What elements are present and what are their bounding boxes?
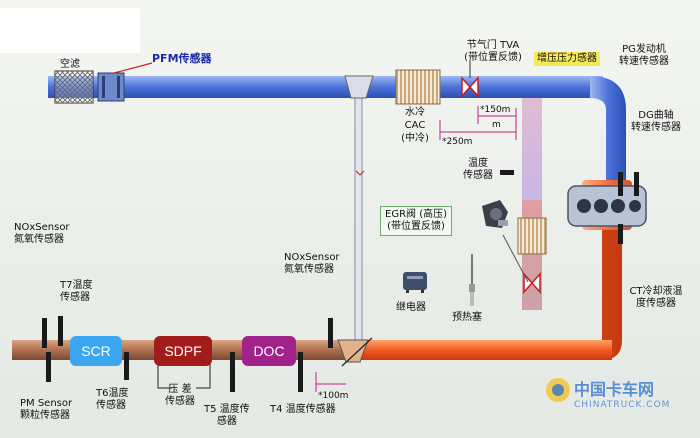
doc-box: DOC [242,336,296,366]
throttle-valve-icon [461,60,479,98]
turbo-shaft [344,75,374,342]
blank-panel [0,8,140,53]
dp-sensor-label: 压 差 传感器 [165,384,195,407]
egr-actuator-icon [478,198,512,232]
cac-label: 水冷 CAC (中冷) [401,107,429,144]
watermark-brand: 中国卡车网 [574,380,655,399]
sensor-probes [42,170,639,392]
t5-label: T5 温度传 感器 [204,404,250,427]
throttle-label: 节气门 TVA (带位置反馈) [464,40,522,63]
air-filter-icon [54,70,94,104]
relay-icon [400,268,430,294]
shaft-arrow [355,170,365,176]
distance-250-label: *250m [442,137,473,147]
egr-leader [502,234,529,283]
egr-pipe [522,98,542,310]
t4-label: T4 温度传感器 [270,404,336,415]
relay-label: 继电器 [396,302,426,313]
sdpf-box: SDPF [154,336,212,366]
watermark: 中国卡车网 CHINATRUCK.COM [542,372,692,422]
hot-exhaust-pipe [352,230,622,360]
watermark-url: CHINATRUCK.COM [574,400,671,410]
watermark-logo-icon [546,378,570,402]
dp-sensor-lines [157,358,211,389]
distance-m-label: m [492,120,501,130]
t7-label: T7温度 传感器 [60,280,93,303]
glow-plug-icon [466,254,478,306]
egr-valve-label: EGR阀 (高压) (带位置反馈) [380,206,452,236]
pg-engine-label: PG发动机 转速传感器 [619,44,669,67]
nox-left-label: NOxSensor 氮氧传感器 [14,222,70,245]
pm-sensor-label: PM Sensor 颗粒传感器 [20,398,73,421]
cac-intercooler-icon [395,69,441,105]
distance-markers [315,106,517,392]
nox-mid-label: NOxSensor 氮氧传感器 [284,252,340,275]
pfm-sensor-icon [97,72,125,102]
dg-crank-label: DG曲轴 转速传感器 [631,110,681,133]
pfm-sensor-label: PFM传感器 [152,52,212,65]
distance-100-label: *100m [318,391,349,401]
egr-cooler-icon [517,217,547,255]
air-filter-label: 空滤 [60,59,80,70]
distance-150-label: *150m [480,105,511,115]
t6-label: T6温度 传感器 [96,388,129,411]
glow-plug-label: 预热塞 [452,312,482,323]
scr-box: SCR [70,336,122,366]
pfm-leader [113,62,153,74]
egr-valve-icon [523,272,541,294]
ct-coolant-label: CT冷却液温 度传感器 [629,286,683,309]
turbine-icon [337,337,373,367]
boost-pressure-label: 增压压力感器 [534,52,600,66]
temp-sensor-label: 温度 传感器 [463,158,493,181]
